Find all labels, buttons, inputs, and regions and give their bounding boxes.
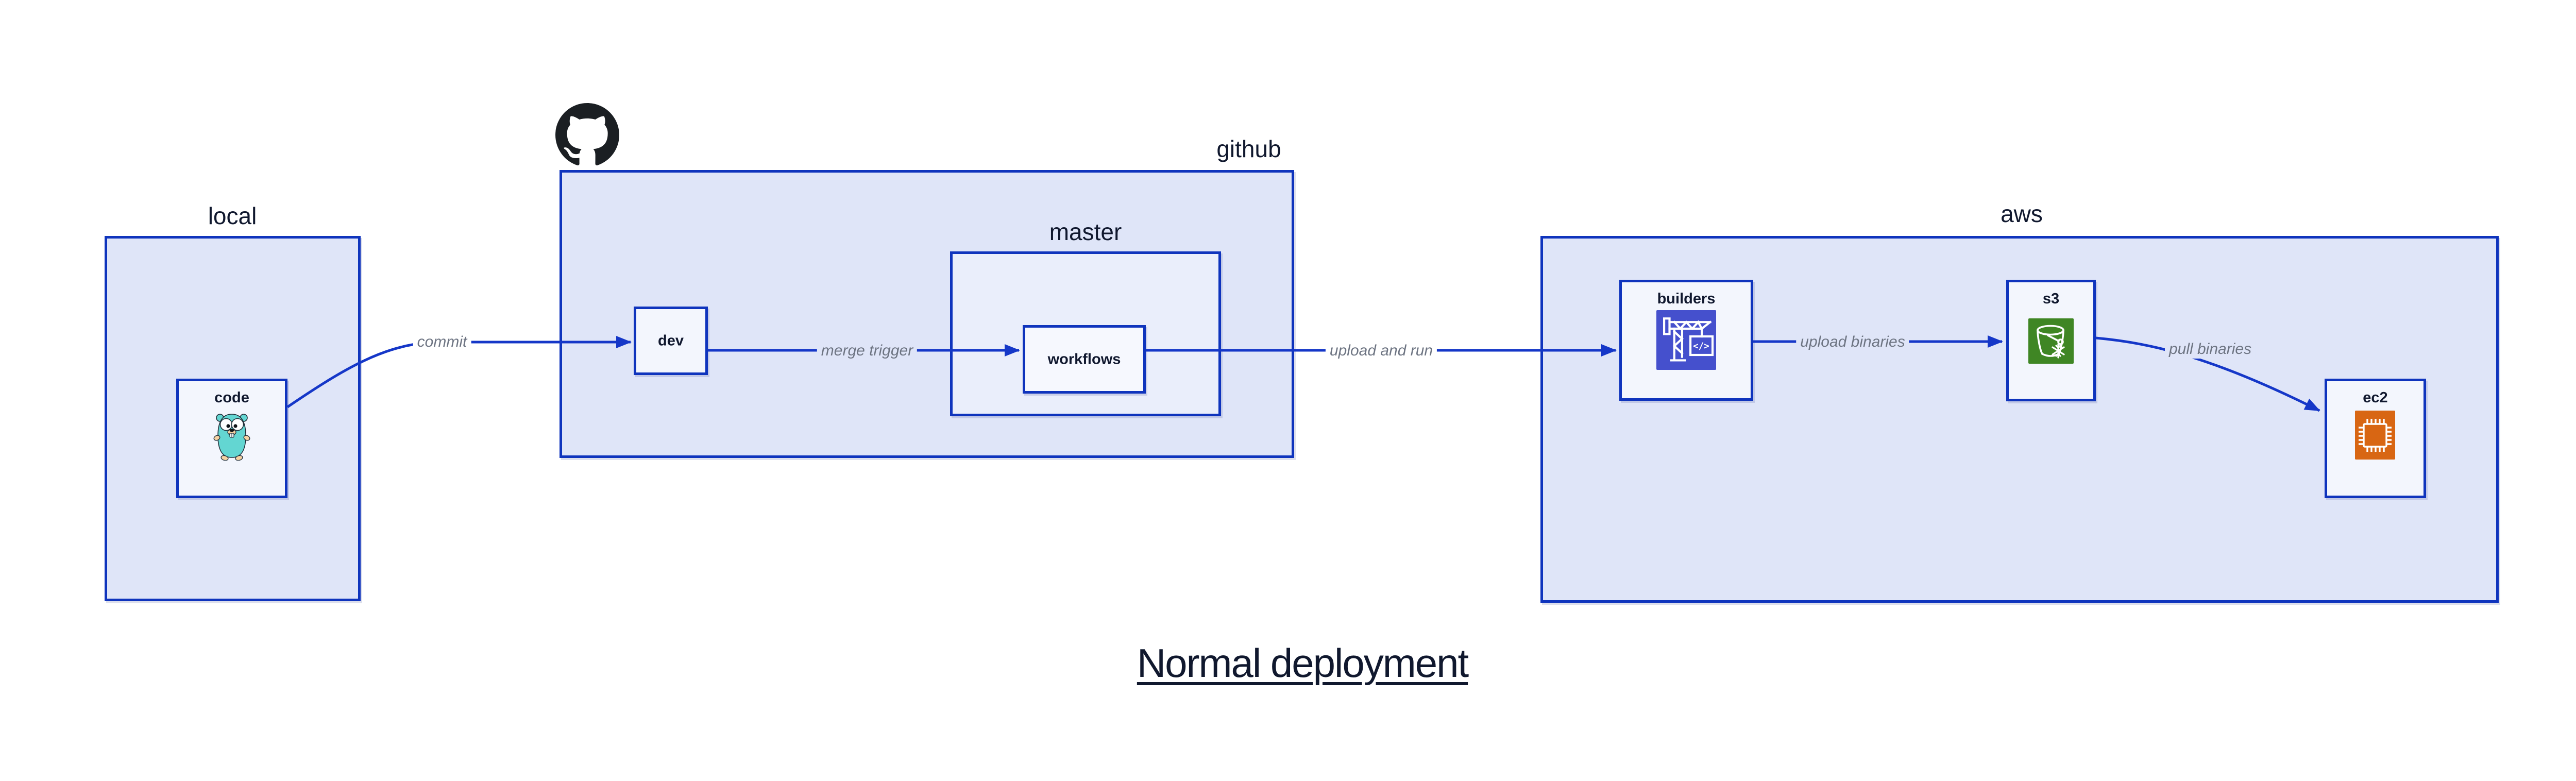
node-ec2-label: ec2 bbox=[2363, 389, 2388, 406]
edge-label-upload-and-run: upload and run bbox=[1325, 342, 1437, 360]
github-logo-icon bbox=[555, 103, 619, 167]
github-container-label: github bbox=[1216, 135, 1281, 162]
edge-label-merge-trigger: merge trigger bbox=[817, 342, 918, 360]
node-workflows: workflows bbox=[1023, 325, 1146, 394]
codebuild-crane-icon: </> bbox=[1656, 310, 1716, 370]
ec2-chip-icon bbox=[2355, 411, 2395, 460]
node-dev: dev bbox=[634, 307, 708, 375]
node-workflows-label: workflows bbox=[1047, 351, 1121, 367]
s3-bucket-icon bbox=[2028, 318, 2074, 364]
svg-text:</>: </> bbox=[1693, 341, 1709, 351]
node-s3-label: s3 bbox=[2042, 291, 2060, 307]
node-code-label: code bbox=[214, 389, 249, 406]
node-builders-label: builders bbox=[1657, 291, 1716, 307]
edge-label-pull-binaries: pull binaries bbox=[2164, 340, 2256, 359]
go-gopher-icon bbox=[213, 411, 250, 461]
local-container-label: local bbox=[208, 202, 257, 229]
node-dev-label: dev bbox=[658, 332, 684, 349]
aws-container-label: aws bbox=[2001, 200, 2043, 227]
master-container-label: master bbox=[1049, 218, 1122, 245]
edge-label-commit: commit bbox=[413, 333, 471, 351]
edge-label-upload-binaries: upload binaries bbox=[1796, 333, 1909, 351]
diagram-title: Normal deployment bbox=[1137, 640, 1469, 686]
